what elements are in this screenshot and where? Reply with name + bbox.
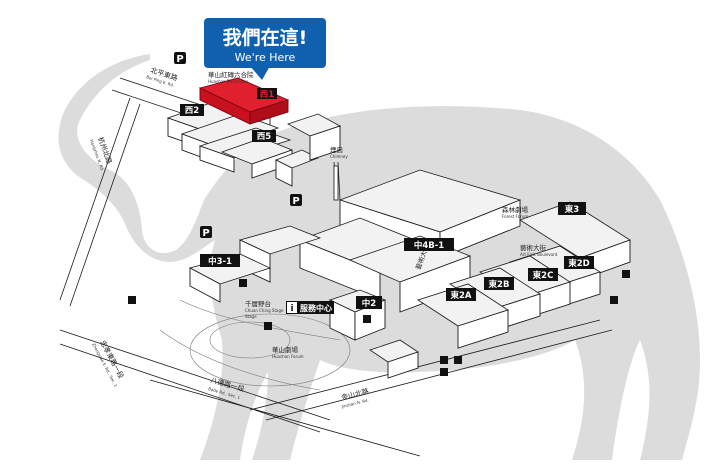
svg-text:西1: 西1 (260, 90, 275, 100)
tag-east2a[interactable]: 東2A (446, 288, 476, 301)
chuan-ching-label-zh: 千層野台 (245, 299, 271, 308)
brick-lane-highlight[interactable] (198, 77, 290, 125)
park-paths (159, 299, 351, 391)
svg-text:西5: 西5 (257, 132, 272, 142)
tag-east2b[interactable]: 東2B (484, 277, 514, 290)
chimney-icon (333, 165, 339, 201)
chuan-ching-label-en2: Stage (245, 314, 257, 319)
svg-text:東3: 東3 (565, 204, 580, 215)
svg-text:P: P (292, 196, 299, 207)
chimney-label-en: Chimney (330, 154, 348, 159)
svg-text:中4B-1: 中4B-1 (414, 240, 444, 251)
svg-text:中3-1: 中3-1 (208, 256, 232, 267)
svg-text:東2A: 東2A (451, 290, 472, 301)
building-tags[interactable]: 西1 西2 西5 東3 東2D 東2C 東2B 東2A (180, 88, 594, 314)
svg-text:P: P (202, 228, 209, 239)
roads (59, 77, 613, 457)
svg-text:東2B: 東2B (489, 279, 510, 290)
forest-forum-label-zh: 森林劇場 (502, 205, 529, 214)
forum-label-zh: 華山劇場 (272, 345, 299, 354)
tag-east3[interactable]: 東3 (558, 202, 586, 215)
parking-icon[interactable]: P (174, 52, 186, 65)
we-are-here-bubble: 我們在這! We're Here (204, 18, 326, 80)
restroom-icon (128, 270, 630, 376)
tag-west2[interactable]: 西2 (180, 104, 204, 116)
svg-text:東2C: 東2C (533, 270, 554, 281)
forum-label-en: Huashan Forum (272, 354, 304, 359)
svg-text:東2D: 東2D (568, 258, 589, 269)
tag-east2d[interactable]: 東2D (564, 256, 594, 269)
tag-east2c[interactable]: 東2C (528, 268, 558, 281)
brick-lane-label-zh: 華山紅磚六合院 (208, 70, 254, 79)
info-icon: i (290, 304, 293, 314)
chimney-label-zh: 煙囪 (330, 145, 343, 154)
brick-lane-label-en: Huashan Brick Lane (208, 79, 248, 84)
svg-text:西2: 西2 (185, 106, 200, 116)
art-east-label-zh: 藝術大街 (520, 243, 547, 252)
parking-icon[interactable]: P (290, 194, 302, 207)
tag-service-center[interactable]: i 服務中心 (286, 301, 334, 314)
chuan-ching-label-en: Chuan Ching Stage (245, 308, 284, 313)
forest-forum-label-en: Forest Forum (502, 214, 528, 219)
tag-mid4b1[interactable]: 中4B-1 (404, 238, 454, 251)
here-title: 我們在這! (223, 26, 308, 49)
tag-mid31[interactable]: 中3-1 (200, 254, 240, 267)
svg-text:P: P (176, 54, 183, 65)
art-east-label-en: Art East Boulevard (520, 252, 558, 257)
parking-icon[interactable]: P (200, 226, 212, 239)
jinshan-road-en: Jinshan N. Rd. (340, 397, 369, 409)
tag-west5[interactable]: 西5 (252, 130, 276, 142)
here-subtitle: We're Here (235, 51, 296, 64)
tag-west1[interactable]: 西1 (257, 88, 277, 100)
svg-text:服務中心: 服務中心 (300, 303, 332, 313)
map-icons: P P P (128, 52, 630, 376)
svg-text:中2: 中2 (362, 298, 377, 309)
tag-mid2[interactable]: 中2 (356, 296, 382, 309)
